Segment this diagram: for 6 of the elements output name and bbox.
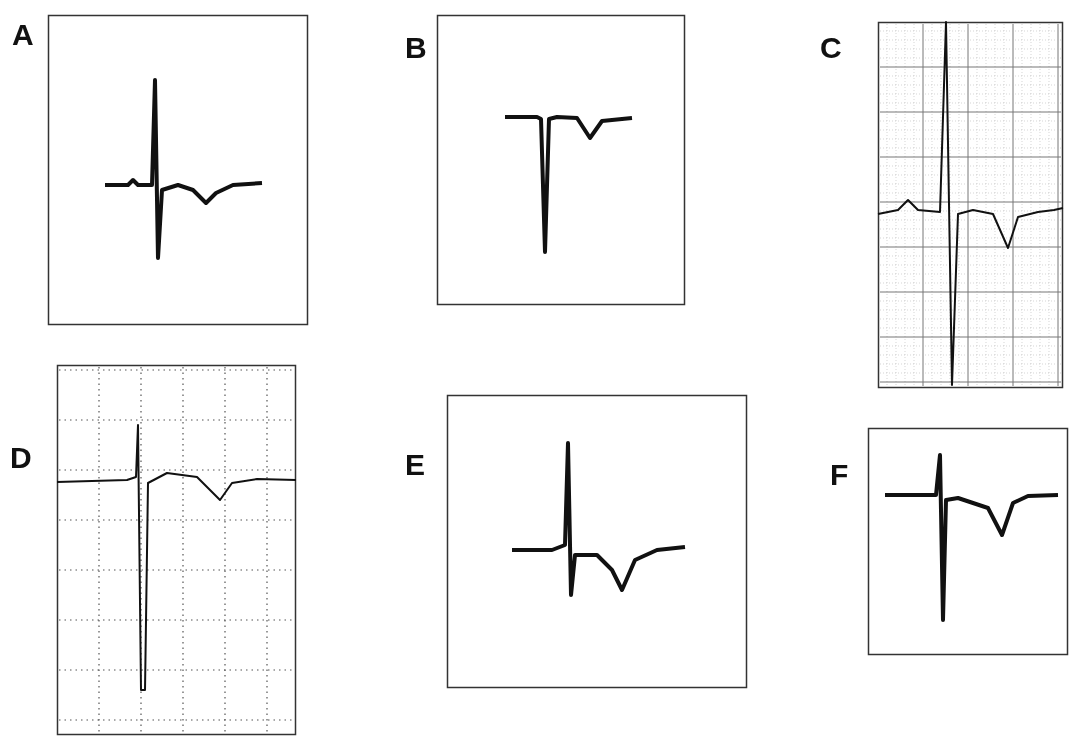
panel-letter: C xyxy=(820,33,842,63)
panel-letter: E xyxy=(405,450,425,480)
panel-letter: D xyxy=(10,443,32,473)
panel-letter: B xyxy=(405,33,427,63)
panel-letter: A xyxy=(12,20,34,50)
panel-letter: F xyxy=(830,460,849,490)
